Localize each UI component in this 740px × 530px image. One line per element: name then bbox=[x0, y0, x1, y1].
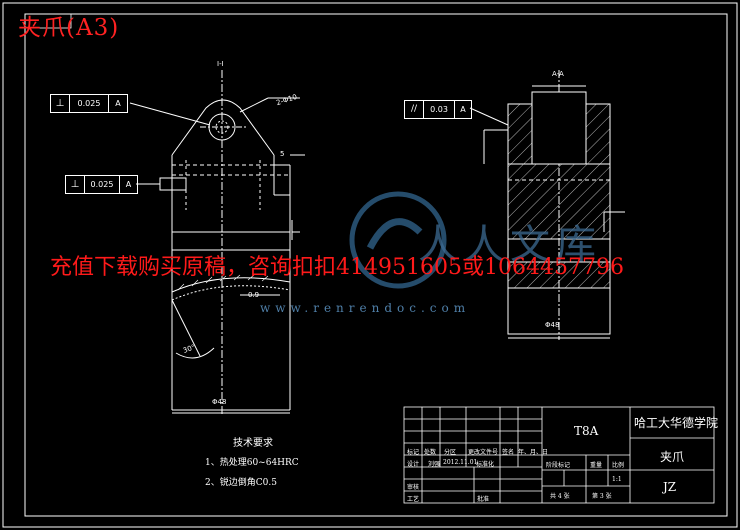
title-block-part-name: 夹爪 bbox=[660, 450, 685, 464]
tolerance-frame-1: ⊥ 0.025 A bbox=[50, 94, 128, 113]
row-label-change-doc: 更改文件号 bbox=[468, 449, 499, 456]
tol-symbol: ⊥ bbox=[51, 95, 70, 112]
watermark-logo-mark bbox=[349, 191, 447, 289]
row-label-zone: 分区 bbox=[444, 449, 457, 456]
title-block-sheet-no: 第 3 张 bbox=[592, 493, 612, 500]
tech-requirements: 技术要求 1、热处理60~64HRC 2、锐边倒角C0.5 bbox=[205, 434, 299, 488]
tech-heading: 技术要求 bbox=[233, 438, 273, 449]
left-view bbox=[129, 70, 305, 415]
tol-symbol: // bbox=[405, 101, 424, 118]
title-block-school: 哈工大华德学院 bbox=[634, 416, 719, 430]
right-view bbox=[469, 70, 625, 340]
tol-value: 0.025 bbox=[85, 176, 120, 193]
dim-width-bottom: Φ48 bbox=[212, 398, 227, 406]
title-block-grid bbox=[403, 406, 715, 504]
dim-09: 0.9 bbox=[248, 291, 260, 299]
tech-item-1: 1、热处理60~64HRC bbox=[205, 458, 299, 468]
scale-label: 比例 bbox=[612, 462, 625, 469]
title-block-scale: 1:1 bbox=[612, 476, 622, 483]
design-date: 2012.11.01 bbox=[443, 459, 478, 466]
tol-value: 0.03 bbox=[424, 101, 455, 118]
stage-label: 阶段标记 bbox=[546, 462, 571, 469]
drawing-title: 夹爪(A3) bbox=[18, 15, 120, 41]
tol-value: 0.025 bbox=[70, 95, 109, 112]
designer-name: 刘强 bbox=[428, 461, 441, 468]
corner-code-box bbox=[24, 13, 72, 29]
weight-label: 重量 bbox=[590, 462, 603, 469]
watermark-url: www.renrendoc.com bbox=[260, 301, 471, 315]
tol-symbol: ⊥ bbox=[66, 176, 85, 193]
tol-datum: A bbox=[125, 180, 132, 189]
title-block-sheet-total: 共 4 张 bbox=[550, 493, 570, 500]
dim-5: 5 bbox=[280, 150, 285, 158]
process-label: 工艺 bbox=[407, 496, 420, 503]
row-label-mark: 标记 bbox=[407, 449, 420, 456]
design-label: 设计 bbox=[407, 461, 420, 468]
title-block-code: JZ bbox=[663, 480, 677, 494]
approve-label: 批准 bbox=[477, 496, 490, 503]
row-label-count: 处数 bbox=[424, 449, 437, 456]
tolerance-frame-2: ⊥ 0.025 A bbox=[65, 175, 138, 194]
tolerance-frame-3: // 0.03 A bbox=[404, 100, 472, 119]
watermark-logo-text: 人人文库 bbox=[418, 222, 602, 268]
review-label: 审核 bbox=[407, 484, 420, 491]
row-label-date: 年、月、日 bbox=[518, 449, 549, 456]
tol-datum: A bbox=[115, 99, 121, 108]
dim-right-width: Φ48 bbox=[545, 321, 560, 329]
section-label-right: A-A bbox=[552, 70, 564, 78]
standardization-label: 标准化 bbox=[476, 461, 495, 468]
tech-item-2: 2、锐边倒角C0.5 bbox=[205, 478, 277, 488]
sheet-inner-border bbox=[24, 13, 728, 517]
title-block-material: T8A bbox=[574, 424, 599, 438]
row-label-sign: 签名 bbox=[502, 449, 515, 456]
watermark-text: 充值下载购买原稿，咨询扣扣414951605或1064457796 bbox=[50, 255, 624, 280]
tol-datum: A bbox=[460, 105, 466, 114]
section-label-left: I-I bbox=[217, 60, 224, 68]
